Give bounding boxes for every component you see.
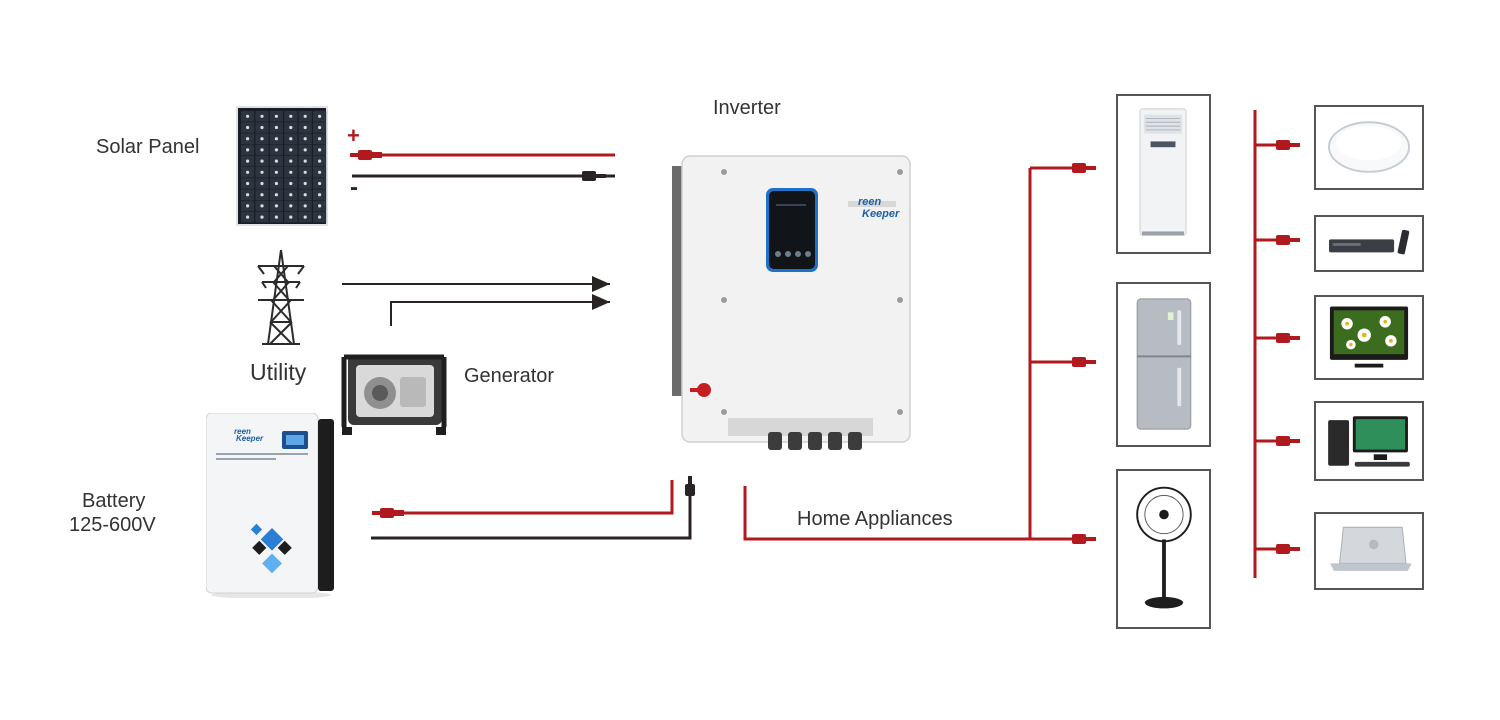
appliance-standing-fan: [1116, 469, 1211, 629]
television-icon: [1329, 306, 1409, 368]
desktop-computer-icon: [1328, 416, 1410, 467]
home-appliances-label: Home Appliances: [797, 508, 953, 530]
inverter-icon: reen Keeper: [668, 150, 913, 460]
appliance-television: [1314, 295, 1424, 380]
appliance-refrigerator: [1116, 282, 1211, 447]
negative-sign: -: [350, 174, 358, 201]
utility-tower-icon: [254, 248, 308, 346]
dvd-player-icon: [1329, 229, 1410, 255]
utility-label: Utility: [250, 359, 307, 385]
solar-panel-label: Solar Panel: [96, 136, 200, 158]
appliance-desktop-computer: [1314, 401, 1424, 481]
generator-icon: [340, 343, 448, 438]
ac-output-wire: [743, 486, 1030, 541]
battery-negative-plug: [685, 476, 695, 496]
battery-voltage-label: 125-600V: [69, 514, 156, 536]
generator-label: Generator: [464, 365, 555, 387]
battery-icon: reen Keeper: [206, 413, 336, 598]
inverter-brand-text-2: Keeper: [862, 208, 900, 220]
ac-branches-col2: [1255, 143, 1300, 551]
solar-positive-plug: [350, 150, 382, 160]
solar-panel-icon: [236, 106, 328, 226]
air-conditioner-icon: [1139, 108, 1187, 236]
standing-fan-icon: [1136, 486, 1192, 609]
battery-positive-plug: [372, 508, 404, 518]
ac-plugs-col2: [1276, 140, 1300, 554]
laptop-icon: [1330, 526, 1412, 571]
ac-plugs-col1: [1072, 163, 1096, 544]
refrigerator-icon: [1136, 298, 1192, 430]
battery-negative-wire: [371, 490, 692, 540]
battery-label: Battery: [82, 490, 146, 512]
battery-positive-wire: [380, 480, 674, 515]
inverter-label: Inverter: [713, 97, 781, 119]
inverter-brand-text: reen: [858, 196, 882, 208]
appliance-dvd-player: [1314, 215, 1424, 272]
solar-negative-plug: [582, 171, 606, 181]
positive-sign: +: [347, 123, 360, 148]
battery-brand-text: reen: [234, 427, 251, 436]
appliance-air-conditioner: [1116, 94, 1211, 254]
appliance-ceiling-light: [1314, 105, 1424, 190]
appliance-laptop: [1314, 512, 1424, 590]
generator-wire: [390, 294, 610, 326]
ceiling-light-icon: [1328, 121, 1410, 173]
battery-brand-text-2: Keeper: [236, 434, 264, 443]
